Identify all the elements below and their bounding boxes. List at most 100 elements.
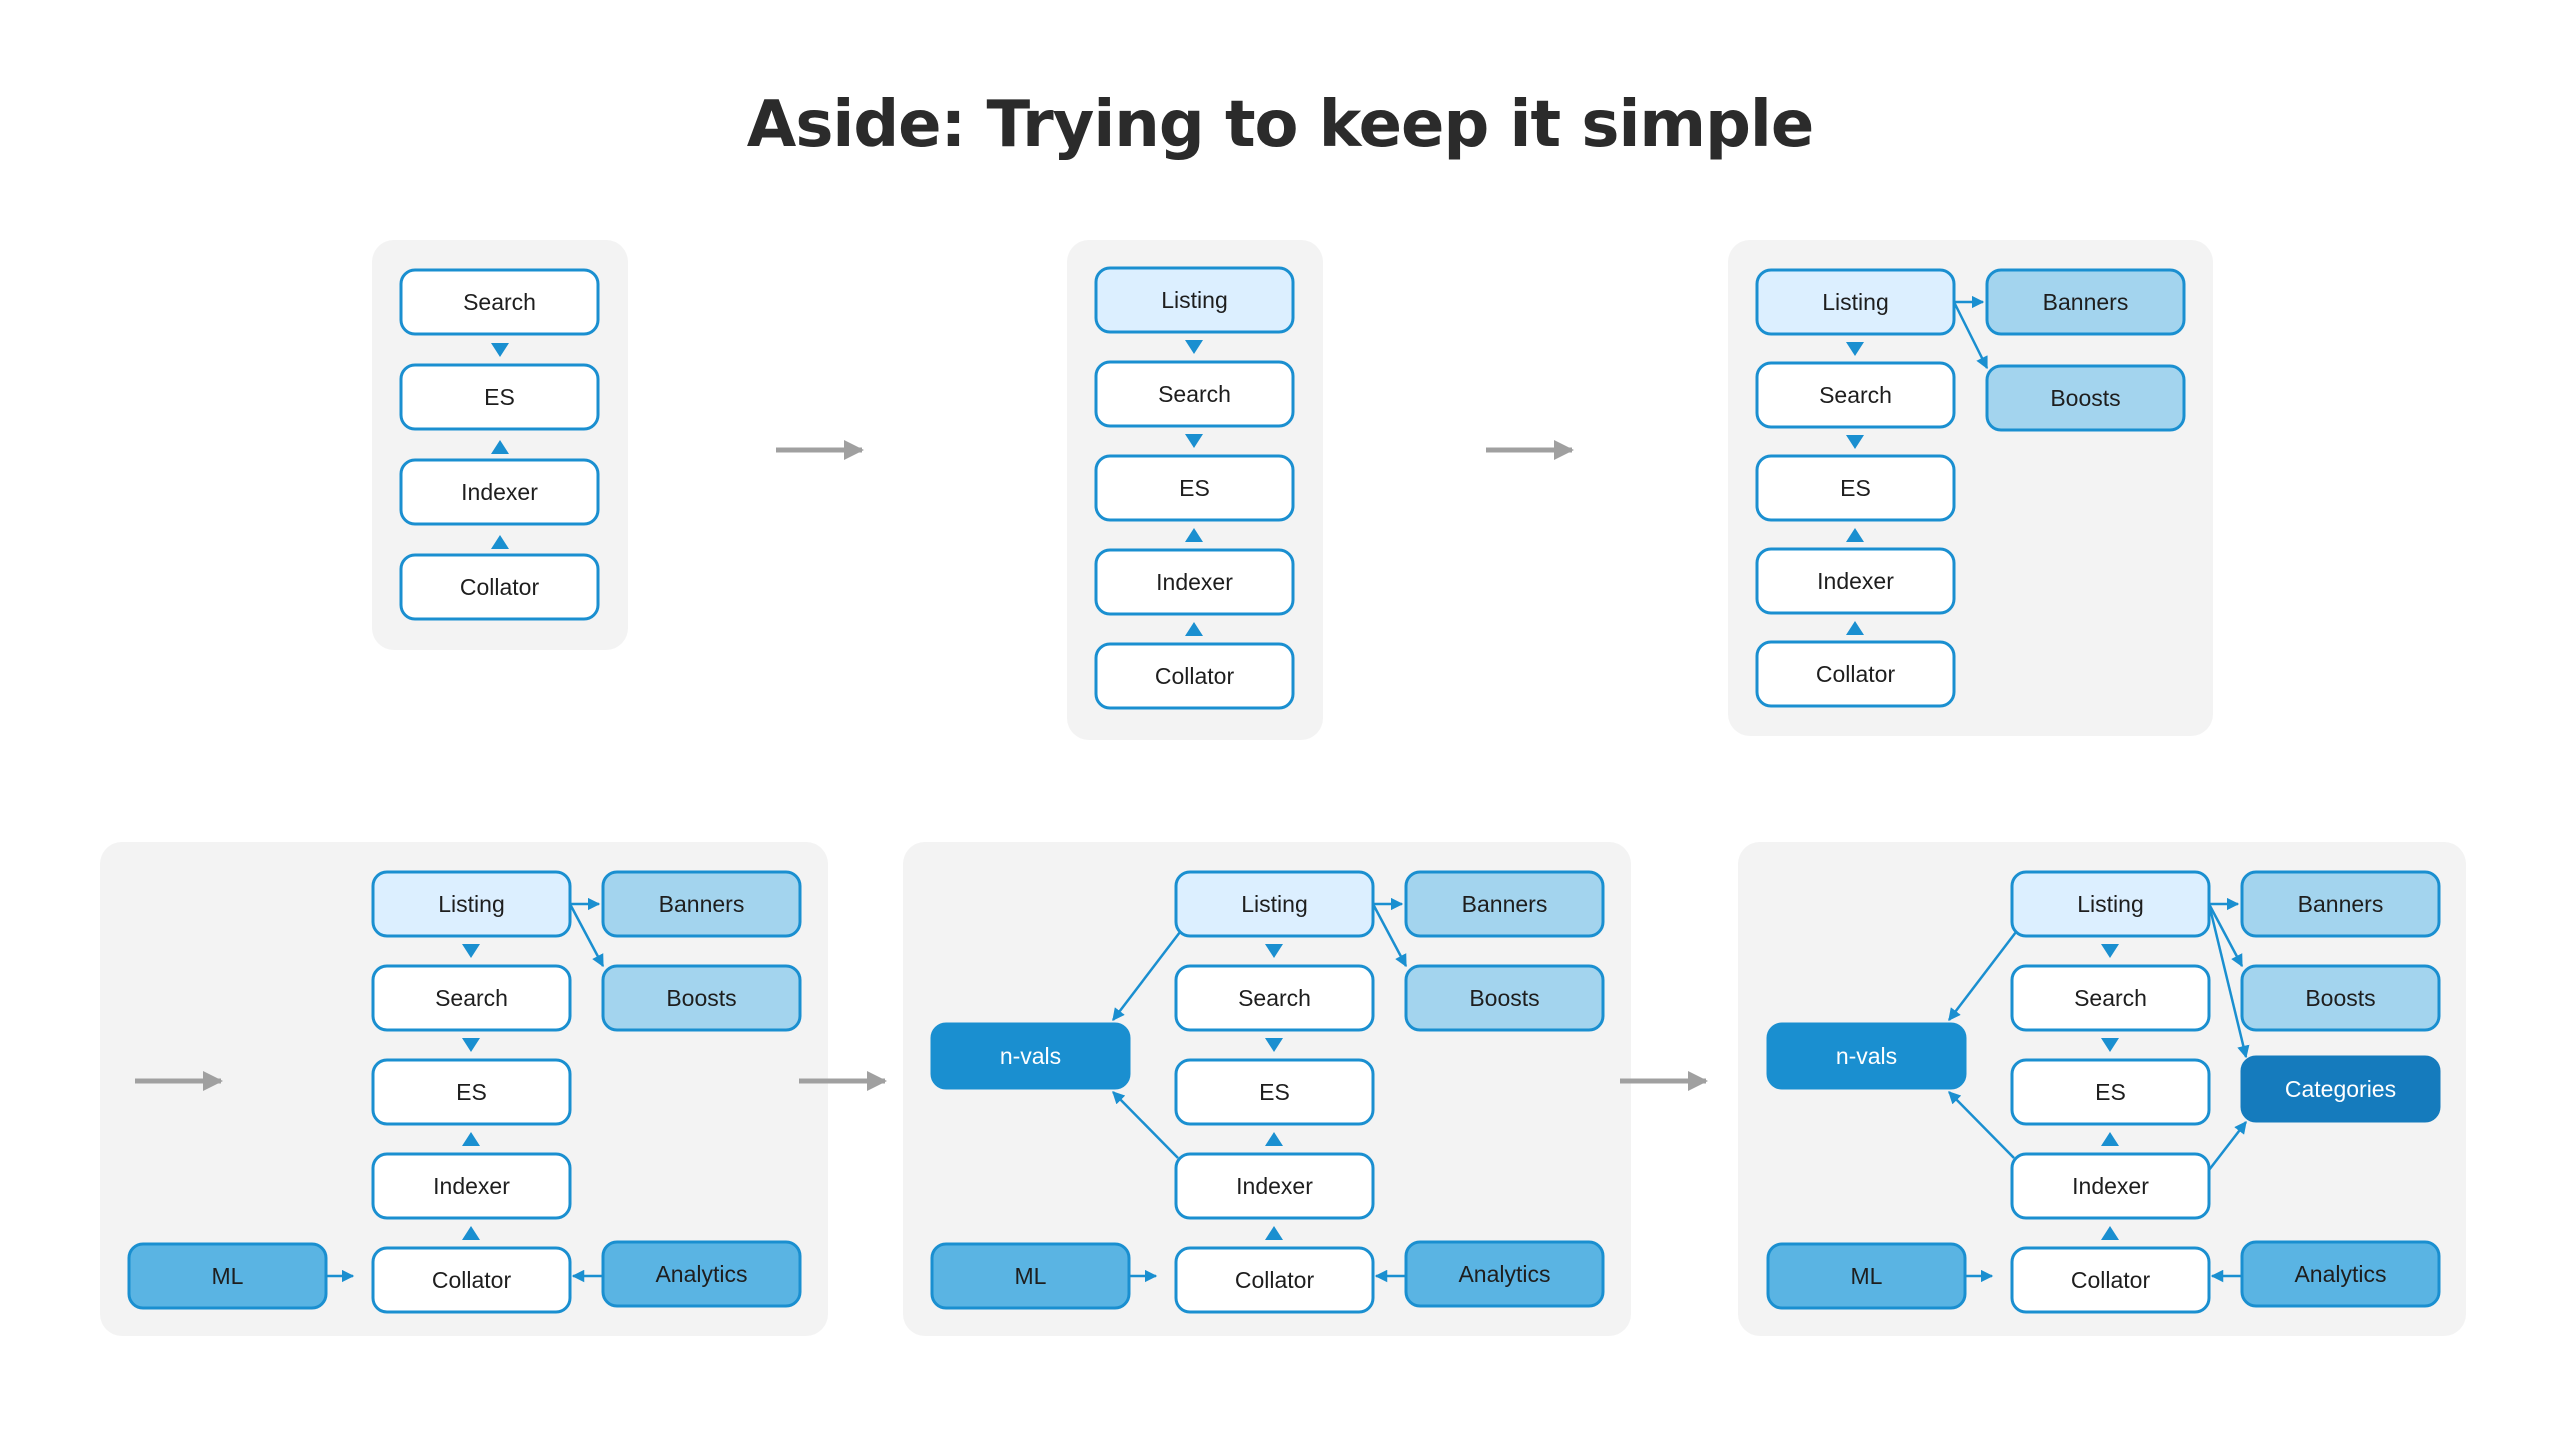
node-label: ES xyxy=(2095,1079,2126,1105)
node-label: ES xyxy=(484,384,515,410)
flow-triangle-down xyxy=(1265,944,1283,958)
flow-triangle-down xyxy=(1846,342,1864,356)
flow-triangle-up xyxy=(1265,1226,1283,1240)
node-banners: Banners xyxy=(2240,870,2441,938)
flow-arrow xyxy=(568,903,605,968)
flow-triangle-up xyxy=(1846,621,1864,635)
node-search: Search xyxy=(1094,360,1295,428)
flow-triangle-up xyxy=(1846,528,1864,542)
node-box xyxy=(1094,360,1295,428)
node-label: Indexer xyxy=(1817,568,1894,594)
node-collator: Collator xyxy=(1174,1246,1375,1314)
node-indexer: Indexer xyxy=(1094,548,1295,616)
node-label: Collator xyxy=(1235,1267,1315,1293)
node-label: Analytics xyxy=(655,1261,747,1287)
node-box xyxy=(1755,640,1956,708)
node-box xyxy=(1094,266,1295,334)
node-box xyxy=(601,870,802,938)
node-label: Listing xyxy=(1161,287,1227,313)
node-label: ML xyxy=(1015,1263,1047,1289)
node-box xyxy=(930,1022,1131,1090)
node-collator: Collator xyxy=(1755,640,1956,708)
node-label: Listing xyxy=(438,891,504,917)
flow-triangle-down xyxy=(1265,1038,1283,1052)
node-label: Collator xyxy=(1155,663,1235,689)
node-box xyxy=(1174,1246,1375,1314)
node-box xyxy=(1094,454,1295,522)
node-search: Search xyxy=(1755,361,1956,429)
node-box xyxy=(371,870,572,938)
node-search: Search xyxy=(2010,964,2211,1032)
node-label: Indexer xyxy=(433,1173,510,1199)
node-box xyxy=(371,1058,572,1126)
node-box xyxy=(1755,268,1956,336)
node-label: Search xyxy=(1238,985,1311,1011)
node-label: Indexer xyxy=(2072,1173,2149,1199)
node-label: Boosts xyxy=(1469,985,1539,1011)
node-box xyxy=(399,268,600,336)
node-box xyxy=(601,964,802,1032)
node-indexer: Indexer xyxy=(1174,1152,1375,1220)
node-es: ES xyxy=(1755,454,1956,522)
node-box xyxy=(2240,1055,2441,1123)
node-boosts: Boosts xyxy=(1404,964,1605,1032)
node-label: Analytics xyxy=(1458,1261,1550,1287)
node-listing: Listing xyxy=(1094,266,1295,334)
flow-triangle-down xyxy=(1185,340,1203,354)
flow-triangle-down xyxy=(1185,434,1203,448)
node-ml: ML xyxy=(127,1242,328,1310)
node-label: Search xyxy=(435,985,508,1011)
node-label: Search xyxy=(463,289,536,315)
node-label: ML xyxy=(212,1263,244,1289)
node-es: ES xyxy=(399,363,600,431)
node-box xyxy=(601,1240,802,1308)
node-label: Indexer xyxy=(1236,1173,1313,1199)
flow-arrow xyxy=(2207,903,2244,968)
node-label: Boosts xyxy=(2305,985,2375,1011)
node-n-vals: n-vals xyxy=(1766,1022,1967,1090)
stage-panel-3: ListingSearchESIndexerCollatorBannersBoo… xyxy=(1728,240,2213,736)
node-box xyxy=(1985,364,2186,432)
node-indexer: Indexer xyxy=(371,1152,572,1220)
node-banners: Banners xyxy=(601,870,802,938)
node-box xyxy=(399,458,600,526)
node-boosts: Boosts xyxy=(1985,364,2186,432)
node-label: ES xyxy=(1840,475,1871,501)
node-box xyxy=(2010,870,2211,938)
flow-triangle-up xyxy=(462,1132,480,1146)
node-box xyxy=(1174,1152,1375,1220)
node-label: n-vals xyxy=(1836,1043,1897,1069)
flow-triangle-up xyxy=(1185,622,1203,636)
node-indexer: Indexer xyxy=(2010,1152,2211,1220)
flow-triangle-down xyxy=(2101,1038,2119,1052)
node-analytics: Analytics xyxy=(2240,1240,2441,1308)
node-label: Search xyxy=(1158,381,1231,407)
node-label: Banners xyxy=(1462,891,1548,917)
node-n-vals: n-vals xyxy=(930,1022,1131,1090)
node-label: Listing xyxy=(1241,891,1307,917)
node-banners: Banners xyxy=(1404,870,1605,938)
node-label: ES xyxy=(1259,1079,1290,1105)
flow-triangle-up xyxy=(1265,1132,1283,1146)
node-boosts: Boosts xyxy=(601,964,802,1032)
node-collator: Collator xyxy=(2010,1246,2211,1314)
page-title: Aside: Trying to keep it simple xyxy=(746,88,1814,162)
node-search: Search xyxy=(1174,964,1375,1032)
node-label: Analytics xyxy=(2294,1261,2386,1287)
node-box xyxy=(1174,870,1375,938)
node-box xyxy=(2240,1240,2441,1308)
node-label: Banners xyxy=(2298,891,2384,917)
node-box xyxy=(1985,268,2186,336)
node-box xyxy=(371,964,572,1032)
node-collator: Collator xyxy=(371,1246,572,1314)
node-label: Indexer xyxy=(461,479,538,505)
node-es: ES xyxy=(1174,1058,1375,1126)
node-es: ES xyxy=(371,1058,572,1126)
node-label: Boosts xyxy=(2050,385,2120,411)
node-label: ML xyxy=(1851,1263,1883,1289)
node-listing: Listing xyxy=(2010,870,2211,938)
node-label: Categories xyxy=(2285,1076,2396,1102)
